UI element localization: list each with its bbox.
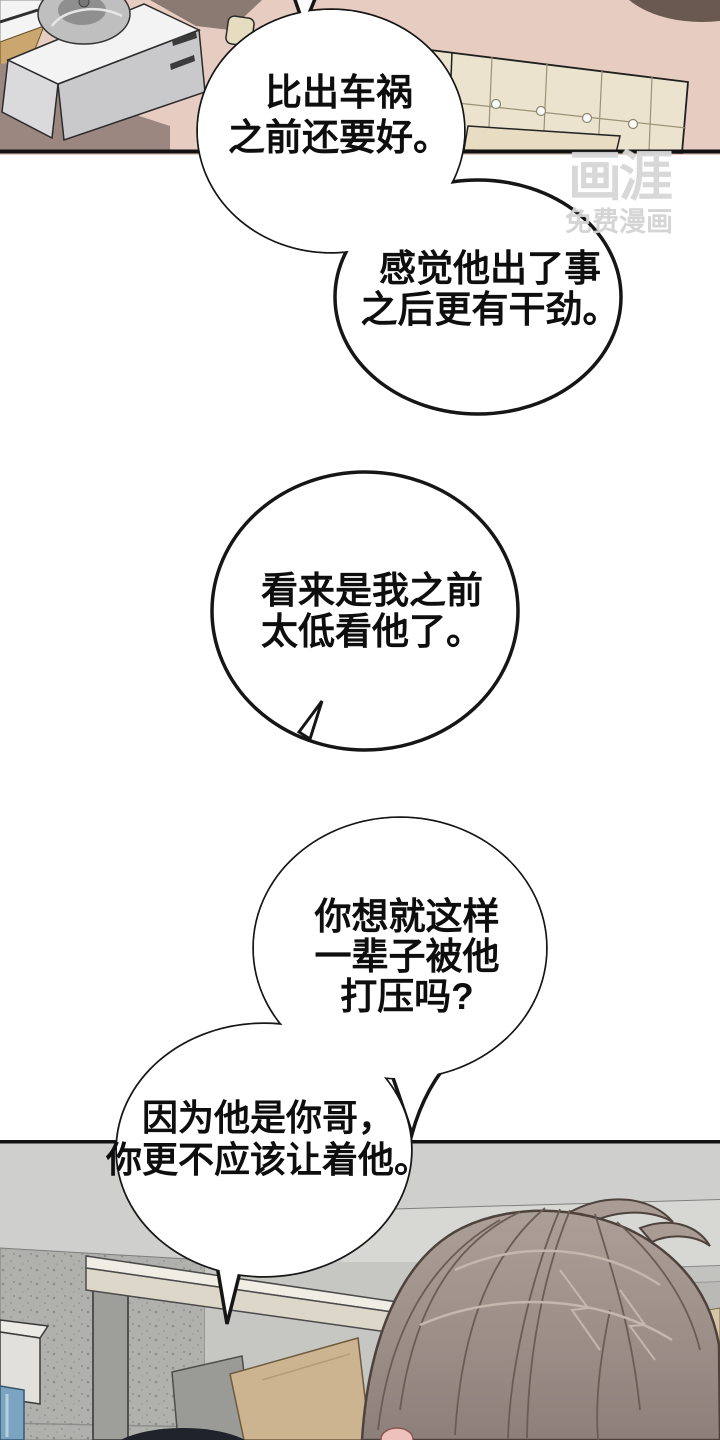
aquarium — [0, 1385, 25, 1440]
hair-tuft — [638, 1221, 711, 1247]
speech-bubble-3 — [210, 470, 520, 752]
white-cabinet — [0, 1319, 50, 1405]
table-lamp — [37, 0, 131, 45]
bubble-3-line-2: 太低看他了。 — [261, 611, 483, 652]
dark-haired-head — [120, 1428, 246, 1440]
headboard-buttons — [490, 98, 639, 130]
drawer-handle — [172, 32, 197, 46]
nightstand — [1, 3, 206, 142]
bubble-2-line-1: 感觉他出了事 — [379, 248, 601, 289]
bubble-4-line-2: 一辈子被他 — [314, 936, 500, 977]
speech-bubble-5-text: 因为他是你哥， 你更不应该让着他。 — [94, 1097, 442, 1181]
bubble-1-line-2: 之前还要好。 — [228, 117, 450, 158]
speech-bubble-4-text: 你想就这样 一辈子被他 打压吗? — [257, 897, 557, 1017]
dark-corner-shape — [629, 0, 720, 22]
drawer-handle — [170, 55, 195, 70]
ear — [380, 1427, 414, 1440]
bubble-1-line-1: 比出车祸 — [265, 72, 413, 113]
hair-highlights — [419, 1249, 673, 1361]
speech-bubble-3-text: 看来是我之前 太低看他了。 — [222, 570, 522, 652]
bubble-4-line-1: 你想就这样 — [314, 896, 500, 937]
bubble-4-line-3: 打压吗? — [340, 976, 474, 1017]
leaning-frame — [171, 1337, 371, 1440]
hair-strands — [377, 1207, 701, 1440]
bubble-2-line-2: 之后更有干劲。 — [360, 289, 620, 330]
bubble-3-line-1: 看来是我之前 — [261, 570, 483, 611]
speech-bubble-1-and-2 — [196, 0, 623, 416]
bubble-3-tail — [296, 700, 324, 742]
speech-bubble-2 — [333, 178, 623, 416]
bubble-5-line-2: 你更不应该让着他。 — [105, 1139, 430, 1180]
speech-bubble-3-group — [210, 470, 520, 752]
living-room-scene-art — [0, 1140, 720, 1440]
speech-bubble-1-text: 比出车祸 之前还要好。 — [189, 70, 489, 160]
speech-bubble-4-and-5 — [115, 816, 548, 1325]
speech-bubble-2-text: 感觉他出了事 之后更有干劲。 — [330, 248, 650, 330]
living-room-scene — [0, 1140, 720, 1440]
bubble-5-line-1: 因为他是你哥， — [141, 1097, 394, 1138]
brown-hair-head — [360, 1198, 720, 1440]
